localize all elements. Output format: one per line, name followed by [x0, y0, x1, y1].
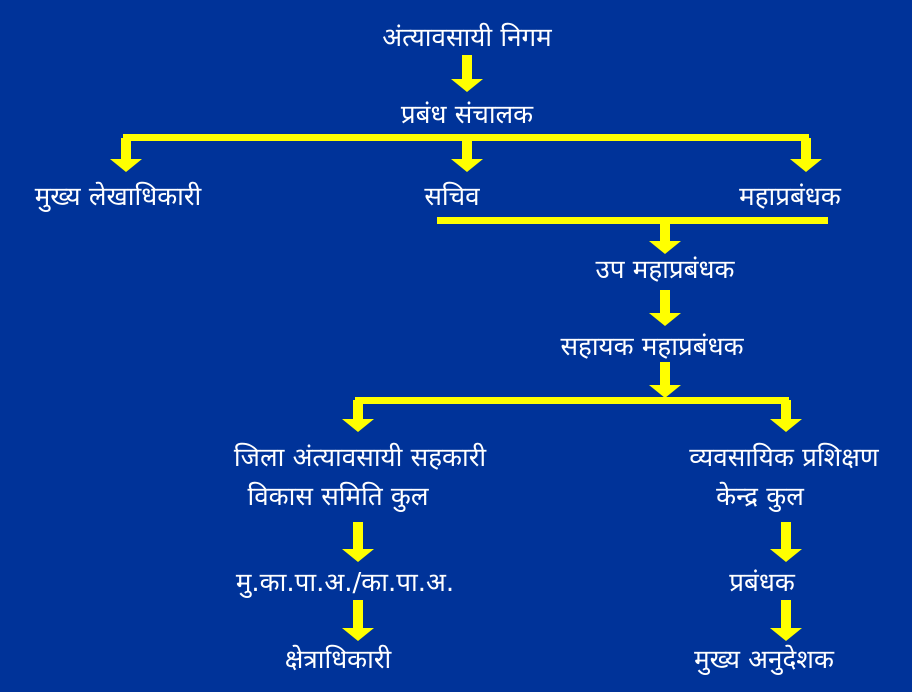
- down-arrow-icon: [649, 362, 681, 398]
- node-managing-director: प्रबंध संचालक: [400, 100, 534, 130]
- node-deputy-general-manager: उप महाप्रबंधक: [595, 255, 735, 285]
- down-arrow-icon: [770, 600, 802, 641]
- node-vocational-centre-line2: केन्द्र कुल: [716, 482, 804, 512]
- node-district-society-line2: विकास समिति कुल: [247, 482, 429, 512]
- down-arrow-icon: [110, 138, 142, 172]
- connector-line-agm: [355, 397, 789, 404]
- down-arrow-icon: [770, 522, 802, 562]
- connector-line-gm: [437, 217, 828, 224]
- node-area-officer: क्षेत्राधिकारी: [284, 645, 392, 675]
- down-arrow-icon: [649, 221, 681, 254]
- node-secretary: सचिव: [424, 182, 480, 212]
- connector-line-top: [123, 134, 809, 141]
- down-arrow-icon: [342, 400, 374, 432]
- down-arrow-icon: [451, 55, 483, 92]
- node-vocational-centre-line1: व्यवसायिक प्रशिक्षण: [689, 443, 879, 473]
- down-arrow-icon: [342, 600, 374, 641]
- down-arrow-icon: [649, 290, 681, 326]
- node-general-manager: महाप्रबंधक: [739, 182, 841, 212]
- node-chief-accounts-officer: मुख्य लेखाधिकारी: [34, 182, 202, 212]
- node-chief-instructor: मुख्य अनुदेशक: [694, 645, 834, 675]
- node-assistant-general-manager: सहायक महाप्रबंधक: [560, 332, 744, 362]
- down-arrow-icon: [342, 522, 374, 562]
- node-district-society-line1: जिला अंत्यावसायी सहकारी: [233, 443, 487, 473]
- down-arrow-icon: [451, 138, 483, 172]
- down-arrow-icon: [770, 400, 802, 432]
- down-arrow-icon: [790, 138, 822, 172]
- node-manager: प्रबंधक: [729, 568, 795, 598]
- node-ceo: मु.का.पा.अ./का.पा.अ.: [235, 568, 455, 598]
- node-corporation: अंत्यावसायी निगम: [382, 23, 552, 53]
